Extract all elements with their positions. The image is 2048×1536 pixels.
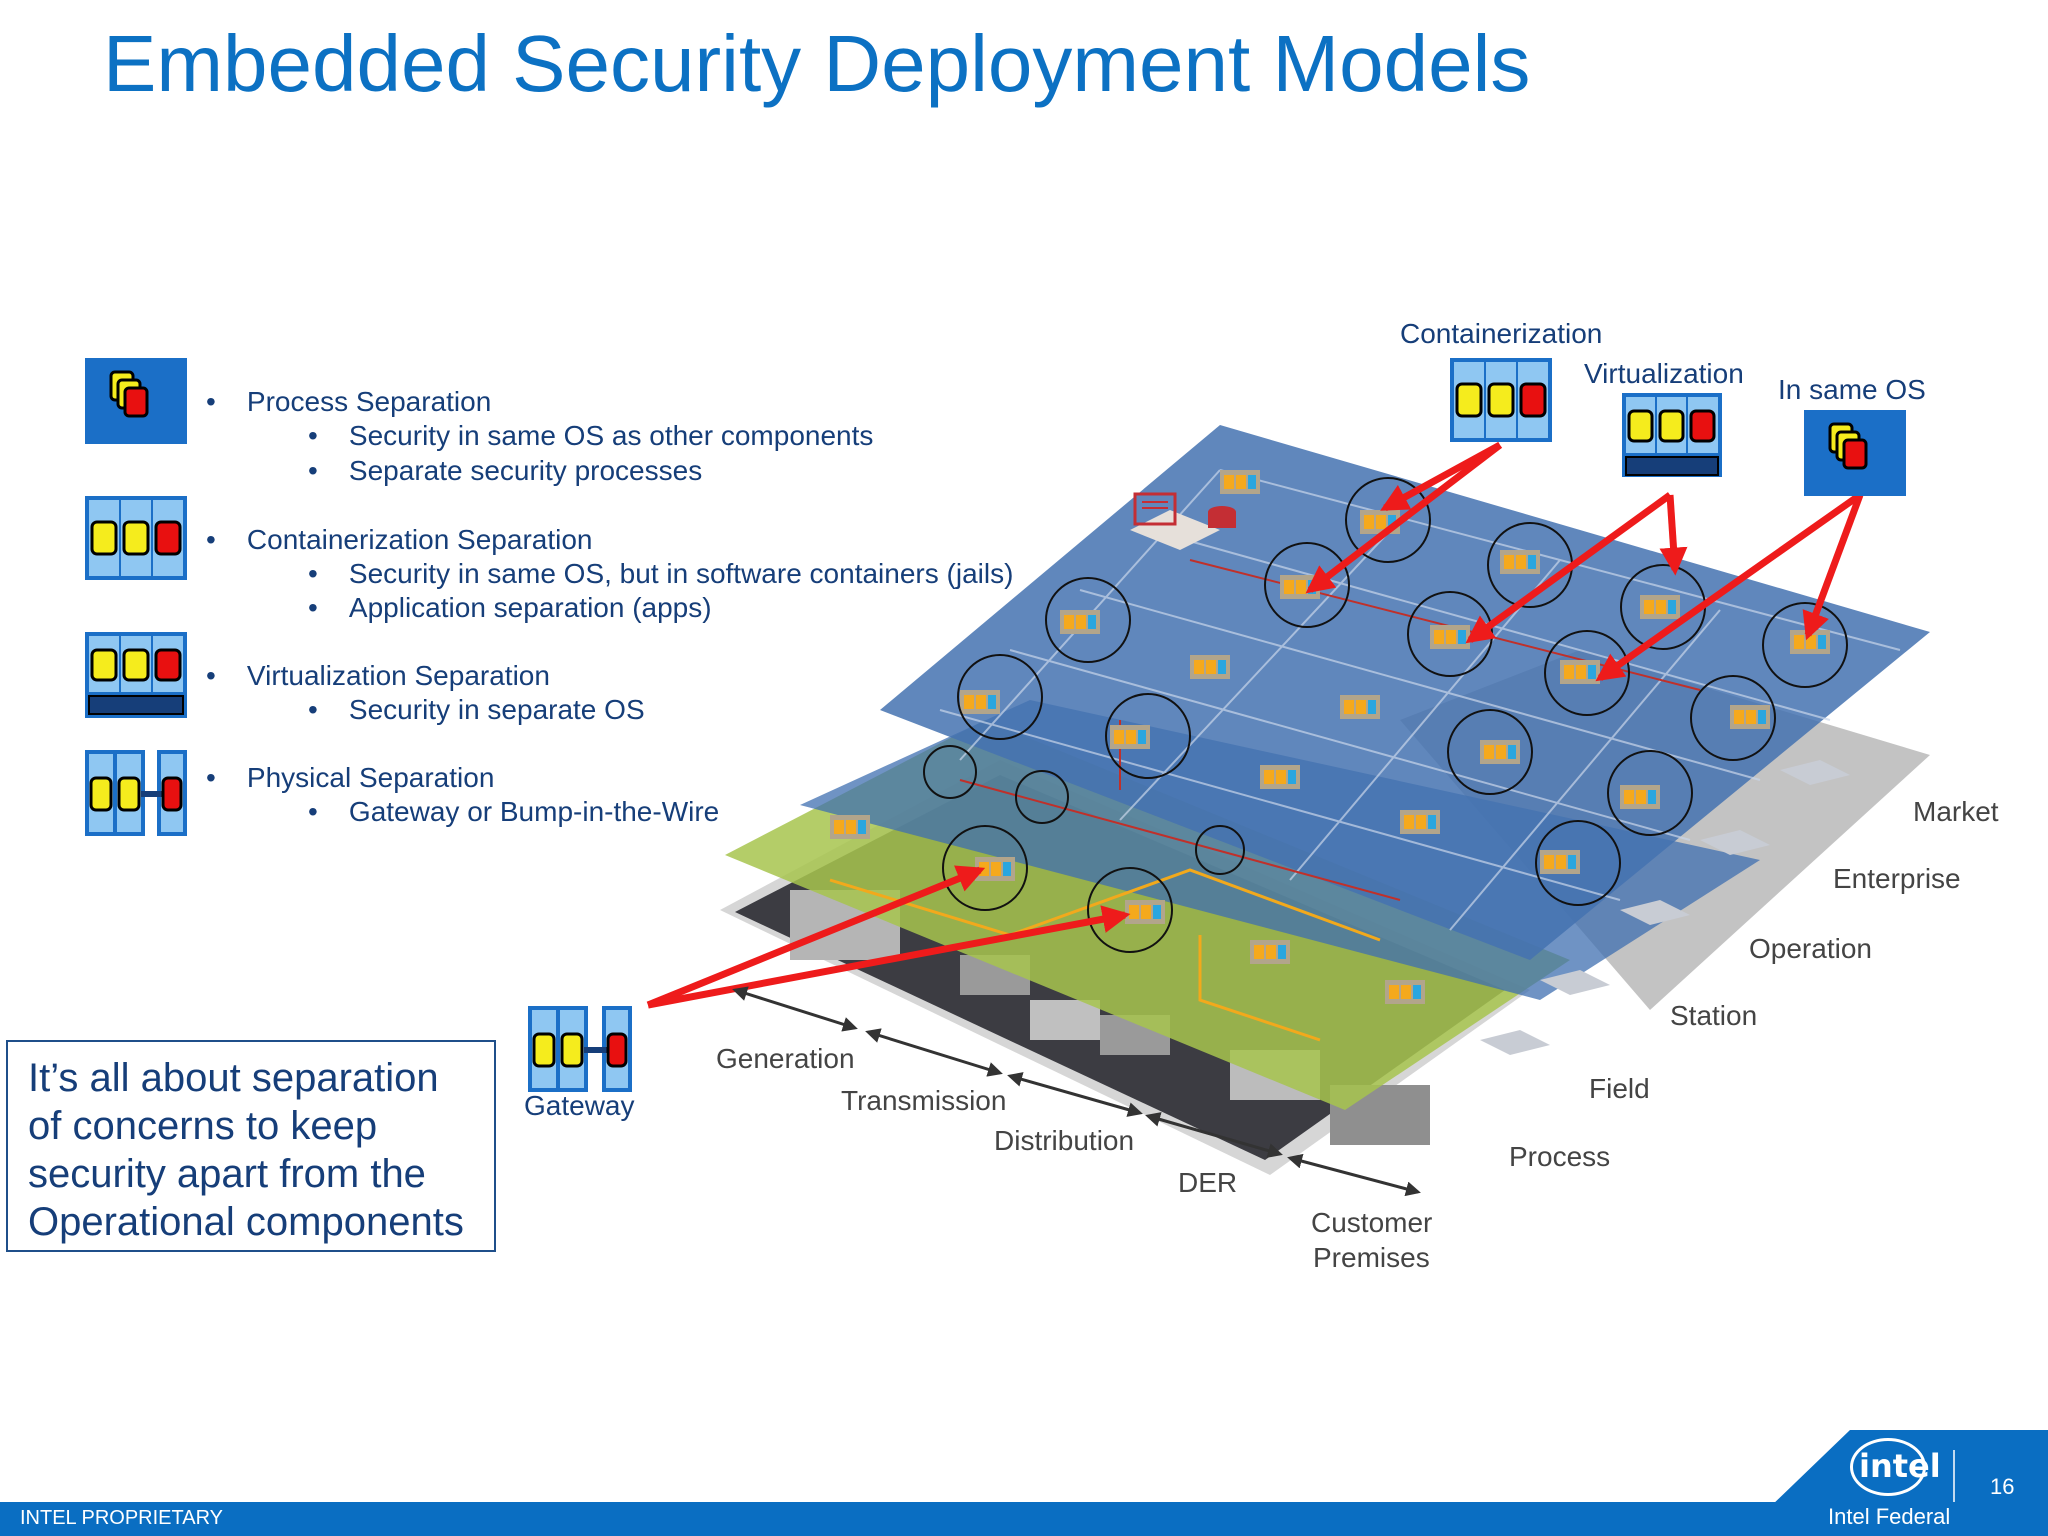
layer-label-field: Field xyxy=(1589,1073,1650,1104)
intel-logo-text: intel xyxy=(1859,1447,1941,1485)
legend-containerization-heading: • Containerization Separation xyxy=(206,524,593,555)
slide-title: Embedded Security Deployment Models xyxy=(103,19,1531,108)
red-arrows xyxy=(646,441,1864,1009)
intel-logo: intel xyxy=(1850,1438,1941,1496)
gateway-icon xyxy=(528,1006,632,1092)
legend-process-item: • Security in same OS as other component… xyxy=(308,420,874,451)
domain-label-distribution: Distribution xyxy=(994,1125,1135,1156)
legend-physical-item: • Gateway or Bump-in-the-Wire xyxy=(308,796,720,827)
process-separation-icon xyxy=(85,358,187,444)
legend-containerization-item: • Application separation (apps) xyxy=(308,592,712,623)
gateway-label: Gateway xyxy=(524,1090,635,1121)
device-nodes xyxy=(830,470,1830,1004)
callout-box: It’s all about separation of concerns to… xyxy=(6,1040,496,1252)
containerization-separation-icon xyxy=(85,496,187,580)
footer-proprietary: INTEL PROPRIETARY xyxy=(20,1507,224,1529)
domain-label-premises: Premises xyxy=(1313,1242,1430,1273)
footer-intel-federal: Intel Federal xyxy=(1828,1504,1951,1529)
footer-bar xyxy=(0,1502,2048,1536)
domain-label-customer: Customer xyxy=(1311,1207,1433,1238)
domain-label-generation: Generation xyxy=(716,1043,855,1074)
page-number: 16 xyxy=(1990,1474,2015,1499)
virtualization-label: Virtualization xyxy=(1584,358,1744,389)
virtualization-icon xyxy=(1622,393,1722,477)
virtualization-separation-icon xyxy=(85,632,187,718)
legend-physical-heading: • Physical Separation xyxy=(206,762,495,793)
in-same-os-label: In same OS xyxy=(1778,374,1926,405)
domain-label-transmission: Transmission xyxy=(841,1085,1007,1116)
containerization-icon xyxy=(1450,358,1552,442)
domain-label-der: DER xyxy=(1178,1167,1238,1198)
transformer xyxy=(1030,1000,1100,1040)
layer-label-station: Station xyxy=(1670,1000,1758,1031)
layer-label-market: Market xyxy=(1913,796,1999,827)
layer-label-process: Process xyxy=(1509,1141,1611,1172)
in-same-os-icon xyxy=(1804,410,1906,496)
containerization-label: Containerization xyxy=(1400,318,1603,349)
legend-process-item: • Separate security processes xyxy=(308,455,703,486)
domain-arrows xyxy=(732,986,1421,1197)
layer-label-operation: Operation xyxy=(1749,933,1872,964)
legend-virtualization-heading: • Virtualization Separation xyxy=(206,660,550,691)
workstation-icon xyxy=(1130,492,1236,550)
orange-process-lines xyxy=(829,868,1381,1042)
legend-containerization-item: • Security in same OS, but in software c… xyxy=(308,558,1014,589)
physical-separation-icon xyxy=(85,750,187,836)
legend-process-heading: • Process Separation xyxy=(206,386,492,417)
legend-virtualization-item: • Security in separate OS xyxy=(308,694,645,725)
layer-pads xyxy=(1480,760,1850,1055)
layer-label-enterprise: Enterprise xyxy=(1833,863,1961,894)
